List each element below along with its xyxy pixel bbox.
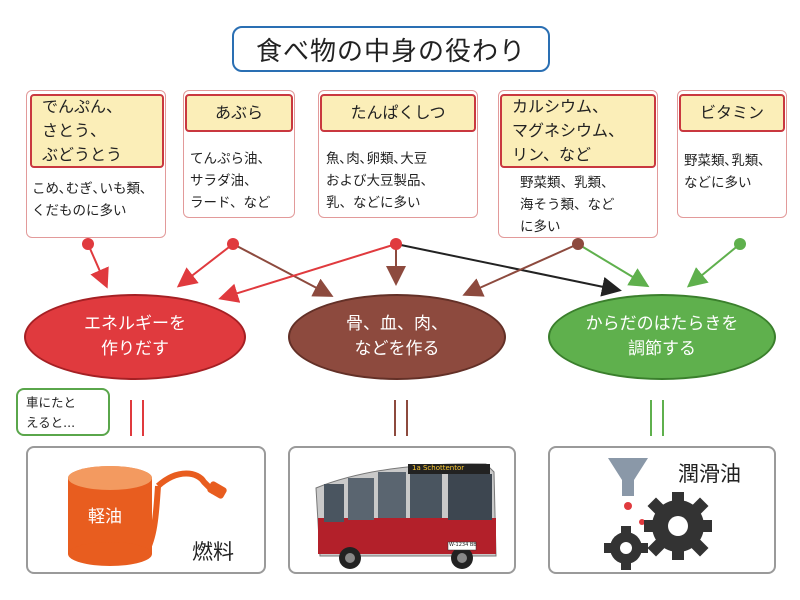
fuel-tank-icon <box>68 466 227 566</box>
nutrient-desc-minerals: 野菜類、乳類、 海そう類、など に多い <box>520 175 615 235</box>
arrow-protein-regulate <box>395 243 622 297</box>
diagram-title: 食べ物の中身の役わり <box>232 26 550 72</box>
arrow-vitamin-regulate <box>686 243 741 288</box>
arrow-minerals-body <box>462 243 579 297</box>
lubricant-caption: 潤滑油 <box>678 462 741 486</box>
nutrient-desc-fat: てんぷら油、 サラダ油、 ラード、など <box>190 151 271 211</box>
nutrient-header-fat: あぶら <box>185 94 293 132</box>
nutrient-desc-protein: 魚､肉､卵類､大豆 および大豆製品、 乳、などに多い <box>326 151 434 211</box>
panel-bus: 1a Schottentor W-1234 BB <box>288 446 516 574</box>
arrow-fat-energy <box>176 243 234 288</box>
nutrient-header-minerals: カルシウム、 マグネシウム、 リン、など <box>500 94 656 168</box>
nutrient-desc-starch: こめ､むぎ､いも類､ くだものに多い <box>32 181 147 219</box>
nutrient-desc-vitamin: 野菜類､乳類､ などに多い <box>684 153 765 191</box>
nutrient-header-vitamin: ビタミン <box>679 94 785 132</box>
dot-vitamin <box>734 238 746 250</box>
dot-minerals <box>572 238 584 250</box>
dot-protein <box>390 238 402 250</box>
arrow-fat-body <box>232 243 334 297</box>
fuel-caption: 燃料 <box>192 540 234 564</box>
equals-sign-brown <box>392 400 414 436</box>
dot-starch <box>82 238 94 250</box>
bus-icon <box>315 463 497 569</box>
nutrient-header-protein: たんぱくしつ <box>320 94 476 132</box>
bus-license-plate: W-1234 BB <box>449 542 477 548</box>
fuel-tank-label: 軽油 <box>88 507 122 527</box>
car-analogy-callout: 車にたと えると... <box>16 388 110 436</box>
function-energy: エネルギーを 作りだす <box>24 294 246 380</box>
arrow-starch-energy <box>87 243 109 289</box>
bus-destination-sign: 1a Schottentor <box>412 464 465 472</box>
function-regulation: からだのはたらきを 調節する <box>548 294 776 380</box>
equals-sign-green <box>648 400 670 436</box>
panel-lubricant: 潤滑油 <box>548 446 776 574</box>
function-body-building: 骨、血、肉、 などを作る <box>288 294 506 380</box>
arrow-protein-energy <box>218 243 397 303</box>
panel-fuel: 軽油 燃料 <box>26 446 266 574</box>
nutrient-header-starch: でんぷん、 さとう、 ぶどうとう <box>30 94 164 168</box>
gears-oil-icon <box>604 458 712 570</box>
dot-fat <box>227 238 239 250</box>
equals-sign-red <box>128 400 150 436</box>
arrow-minerals-regulate <box>577 243 650 288</box>
